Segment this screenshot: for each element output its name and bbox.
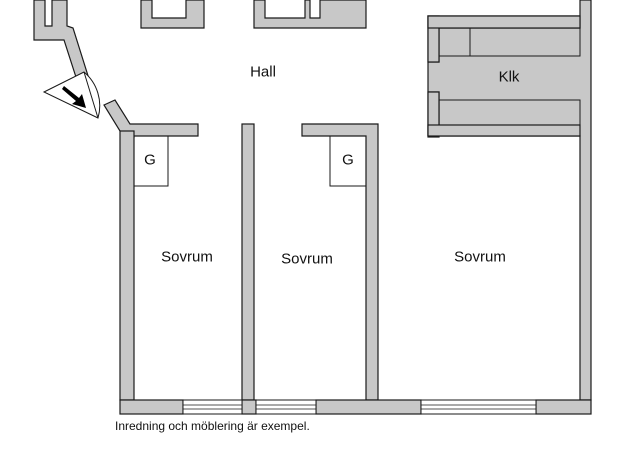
wall-kitchen-bottom [427, 124, 581, 137]
wall-bottom-2 [241, 399, 257, 415]
wardrobe-1-outline [133, 135, 169, 187]
room-label-kitchen: Klk [498, 68, 520, 86]
room-label-bedroom-1: Sovrum [161, 248, 213, 266]
window-1 [182, 399, 243, 415]
wall-top-closet-2 [253, 0, 367, 29]
wall-bedroom12 [241, 123, 255, 401]
wardrobe-2-outline [329, 135, 367, 187]
kitchen-counter-upper [438, 27, 581, 57]
entrance-arrow-icon [62, 86, 86, 108]
wall-bedroom1-left [119, 130, 135, 401]
wardrobe-label-1: G [144, 151, 156, 169]
room-label-hall: Hall [250, 63, 276, 81]
wall-bottom-1 [119, 399, 184, 415]
wall-right-outer [427, 0, 592, 401]
room-label-bedroom-3: Sovrum [454, 248, 506, 266]
wall-bottom-3 [315, 399, 422, 415]
kitchen-counter-lower [438, 99, 581, 126]
wall-entrance-right [103, 99, 199, 138]
wardrobe-label-2: G [342, 151, 354, 169]
window-2 [255, 399, 317, 415]
wall-top-closet-1 [140, 0, 205, 29]
wall-kitchen-top [427, 15, 581, 29]
wall-bottom-4 [535, 399, 592, 415]
room-label-bedroom-2: Sovrum [281, 250, 333, 268]
window-3 [420, 399, 537, 415]
disclaimer-text: Inredning och möblering är exempel. [115, 419, 310, 433]
